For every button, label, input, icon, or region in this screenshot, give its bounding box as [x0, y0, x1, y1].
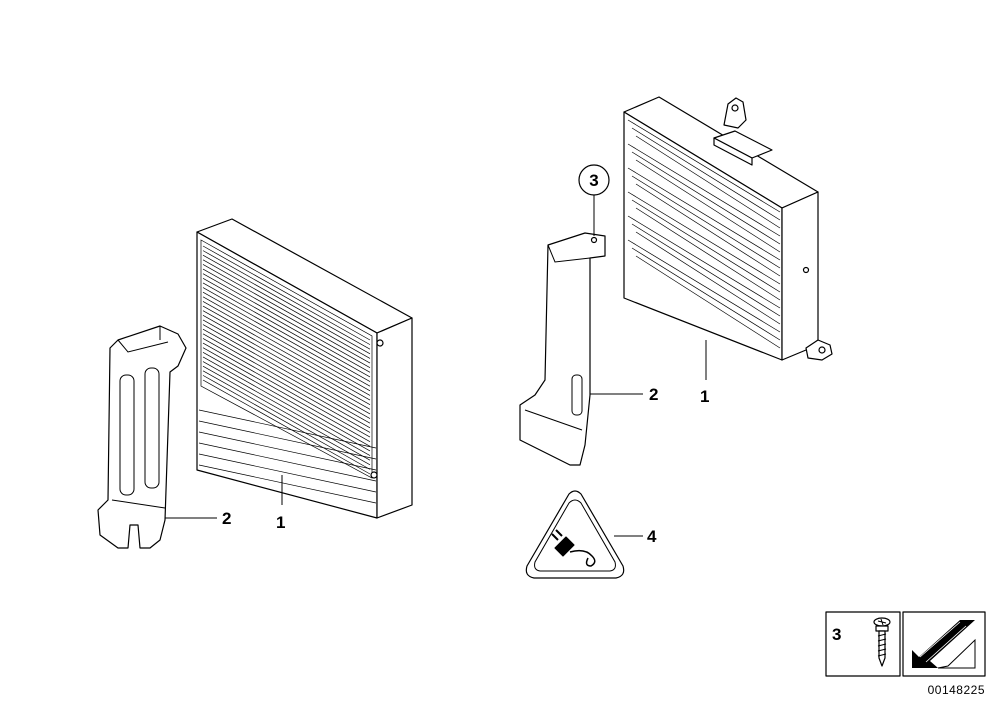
- screw-icon: [873, 617, 891, 667]
- right-bracket: [519, 232, 606, 466]
- callout-right-bracket: 2: [649, 385, 658, 404]
- callout-screw-number: 3: [589, 171, 598, 190]
- right-amp-fins: [627, 119, 781, 349]
- arrow-icon: [912, 620, 976, 669]
- screw-callout-circle: 3: [578, 164, 610, 236]
- callout-left-bracket: 2: [222, 509, 231, 528]
- legend-box: 3: [825, 611, 986, 677]
- diagram-number: 00148225: [928, 683, 985, 697]
- left-bracket: [97, 325, 187, 549]
- callout-left-amplifier: 1: [276, 513, 285, 532]
- right-amplifier: [623, 96, 833, 361]
- left-amp-fins: [198, 245, 377, 504]
- callout-right-amplifier: 1: [700, 387, 709, 406]
- warning-triangle-icon: [525, 490, 625, 579]
- legend-screw-number: 3: [832, 625, 841, 644]
- callout-warning: 4: [647, 527, 657, 546]
- left-amplifier: [196, 218, 413, 519]
